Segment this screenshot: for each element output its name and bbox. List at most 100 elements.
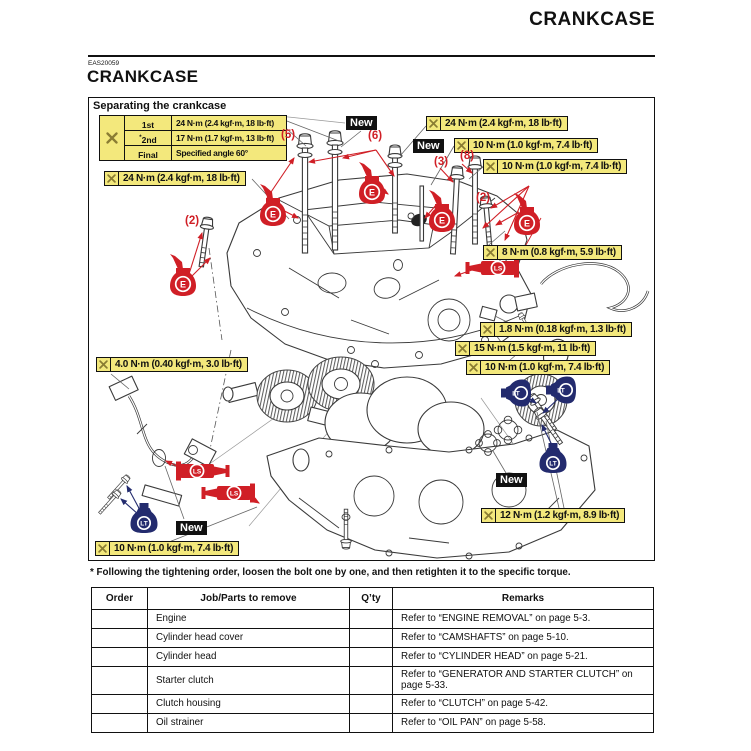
cell-job: Cylinder head	[147, 647, 350, 667]
new-part-badge: New	[413, 139, 444, 153]
torque-label-10-d: 10 N·m (1.0 kgf·m, 7.4 lb·ft)	[95, 541, 240, 556]
tightening-step-row: *2nd 17 N·m (1.7 kgf·m, 13 lb·ft)	[125, 130, 286, 145]
table-row: Cylinder head Refer to “CYLINDER HEAD” o…	[91, 647, 654, 667]
callout-5: (5)	[281, 129, 296, 141]
sealant-icon-letters: LS	[193, 469, 202, 476]
torque-label-10-b: 10 N·m (1.0 kgf·m, 7.4 lb·ft)	[483, 159, 628, 174]
col-header-job: Job/Parts to remove	[147, 587, 350, 610]
torque-label-8: 8 N·m (0.8 kgf·m, 5.9 lb·ft)	[483, 245, 622, 260]
cell-remarks: Refer to “GENERATOR AND STARTER CLUTCH” …	[392, 666, 654, 695]
locking-agent-icon-letters: LT	[512, 391, 519, 398]
table-row: Starter clutch Refer to “GENERATOR AND S…	[91, 666, 654, 695]
col-header-order: Order	[91, 587, 148, 610]
step-label: Final	[125, 146, 172, 160]
tightening-sequence-rows: 1st 24 N·m (2.4 kgf·m, 18 lb·ft) *2nd 17…	[125, 116, 286, 160]
sealant-tube-icon	[175, 460, 231, 482]
table-row: Engine Refer to “ENGINE REMOVAL” on page…	[91, 609, 654, 629]
cell-qty	[349, 666, 393, 695]
cell-remarks: Refer to “ENGINE REMOVAL” on page 5-3.	[392, 609, 654, 629]
bolt	[96, 488, 123, 517]
cell-remarks: Refer to “CLUTCH” on page 5-42.	[392, 693, 654, 714]
engine-oil-icon-letter: E	[270, 210, 276, 220]
cell-order	[91, 712, 148, 733]
cell-job: Cylinder head cover	[147, 628, 350, 648]
callout-2-right: (2)	[476, 192, 491, 204]
cell-order	[91, 609, 148, 629]
col-header-remarks: Remarks	[392, 587, 654, 610]
tightening-sequence-table: 1st 24 N·m (2.4 kgf·m, 18 lb·ft) *2nd 17…	[99, 115, 287, 161]
engine-oil-icon-letter: E	[439, 216, 445, 226]
cell-order	[91, 666, 148, 695]
table-row: Oil strainer Refer to “OIL PAN” on page …	[91, 712, 654, 733]
engine-oil-icon-letter: E	[524, 219, 530, 229]
callout-8: (8)	[460, 150, 475, 162]
cell-remarks: Refer to “CYLINDER HEAD” on page 5-21.	[392, 647, 654, 667]
torque-wrench-icon	[484, 160, 498, 173]
figure-title: Separating the crankcase	[93, 100, 227, 112]
cell-remarks: Refer to “CAMSHAFTS” on page 5-10.	[392, 628, 654, 648]
cell-order	[91, 693, 148, 714]
header-rule	[88, 55, 655, 57]
engine-oil-icon-letter: E	[180, 280, 186, 290]
engine-oil-icon	[513, 192, 541, 236]
locking-agent-icon-letters: LT	[557, 388, 564, 395]
new-part-badge: New	[346, 116, 377, 130]
cell-qty	[349, 609, 393, 629]
cell-job: Engine	[147, 609, 350, 629]
torque-label-15: 15 N·m (1.5 kgf·m, 11 lb·ft)	[455, 341, 597, 356]
sealant-icon-letters: LS	[494, 266, 503, 273]
table-row: Clutch housing Refer to “CLUTCH” on page…	[91, 693, 654, 714]
section-title: CRANKCASE	[87, 67, 199, 86]
cell-remarks: Refer to “OIL PAN” on page 5-58.	[392, 712, 654, 733]
torque-label-1-8: 1.8 N·m (0.18 kgf·m, 1.3 lb·ft)	[480, 322, 632, 337]
torque-wrench-icon	[456, 342, 470, 355]
callout-6: (6)	[368, 130, 383, 142]
sealant-icon-letters: LS	[230, 491, 239, 498]
cell-job: Oil strainer	[147, 712, 350, 733]
step-torque: 17 N·m (1.7 kgf·m, 13 lb·ft)	[176, 133, 274, 143]
cell-order	[91, 647, 148, 667]
torque-wrench-icon	[105, 172, 119, 185]
cell-qty	[349, 712, 393, 733]
cell-job: Starter clutch	[147, 666, 350, 695]
locking-agent-icon-letters: LT	[549, 461, 556, 468]
table-row: Cylinder head cover Refer to “CAMSHAFTS”…	[91, 628, 654, 648]
cell-qty	[349, 647, 393, 667]
torque-wrench-icon	[482, 509, 496, 522]
section-code: EAS20059	[88, 60, 120, 67]
crankcase-diagram: E E E E E LS LS LS LT LT LT LT	[96, 115, 650, 560]
torque-label-24-left: 24 N·m (2.4 kgf·m, 18 lb·ft)	[104, 171, 246, 186]
cell-order	[91, 628, 148, 648]
tightening-step-row: Final Specified angle 60°	[125, 145, 286, 160]
step-torque: Specified angle 60°	[176, 148, 248, 158]
parts-table: Order Job/Parts to remove Q’ty Remarks E…	[91, 587, 654, 733]
torque-label-4-0: 4.0 N·m (0.40 kgf·m, 3.0 lb·ft)	[96, 357, 248, 372]
torque-label-10-c: 10 N·m (1.0 kgf·m, 7.4 lb·ft)	[466, 360, 611, 375]
torque-wrench-icon	[484, 246, 498, 259]
step-torque: 24 N·m (2.4 kgf·m, 18 lb·ft)	[176, 118, 274, 128]
torque-wrench-icon	[427, 117, 441, 130]
locking-agent-icon-letters: LT	[140, 521, 147, 528]
new-part-badge: New	[496, 473, 527, 487]
cell-qty	[349, 693, 393, 714]
torque-wrench-icon	[96, 542, 110, 555]
torque-label-10-a: 10 N·m (1.0 kgf·m, 7.4 lb·ft)	[454, 138, 599, 153]
engine-oil-icon-letter: E	[369, 188, 375, 198]
engine-oil-icon	[169, 253, 197, 297]
tightening-step-row: 1st 24 N·m (2.4 kgf·m, 18 lb·ft)	[125, 116, 286, 130]
cell-qty	[349, 628, 393, 648]
new-part-badge: New	[176, 521, 207, 535]
running-header: CRANKCASE	[529, 9, 655, 30]
col-header-qty: Q’ty	[349, 587, 393, 610]
engine-oil-icon	[259, 183, 287, 227]
parts-table-header-row: Order Job/Parts to remove Q’ty Remarks	[91, 587, 654, 610]
cell-job: Clutch housing	[147, 693, 350, 714]
torque-wrench-icon	[481, 323, 495, 336]
callout-3: (3)	[434, 156, 449, 168]
figure-box: E E E E E LS LS LS LT LT LT LT Separatin…	[88, 97, 655, 561]
torque-label-24-right: 24 N·m (2.4 kgf·m, 18 lb·ft)	[426, 116, 568, 131]
torque-wrench-icon	[455, 139, 469, 152]
torque-wrench-icon	[467, 361, 481, 374]
torque-label-12: 12 N·m (1.2 kgf·m, 8.9 lb·ft)	[481, 508, 626, 523]
